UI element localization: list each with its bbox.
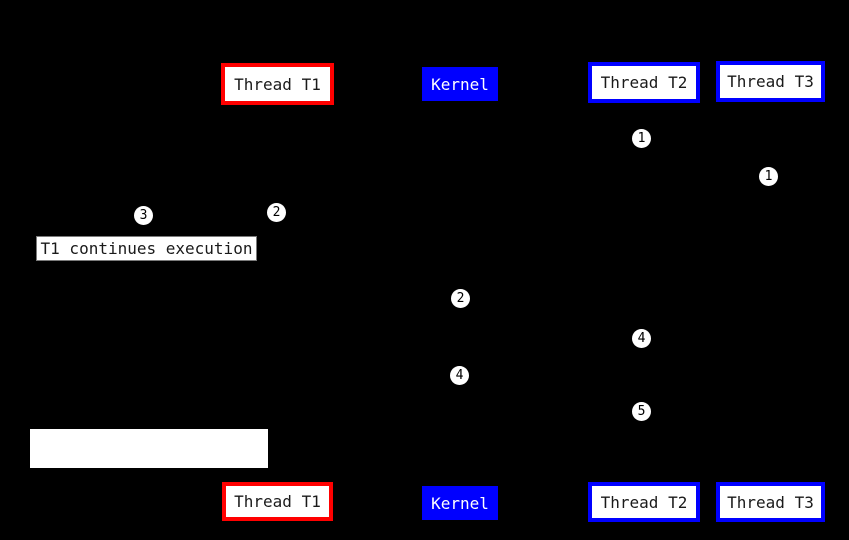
step-marker-1-thread-t2: 1 xyxy=(632,129,651,148)
thread-t2-box-top: Thread T2 xyxy=(588,62,700,103)
step-marker-2-thread-t1: 2 xyxy=(267,203,286,222)
thread-t2-box-bottom: Thread T2 xyxy=(588,482,700,522)
step-marker-2-kernel: 2 xyxy=(451,289,470,308)
kernel-box-bottom: Kernel xyxy=(422,486,498,520)
step-marker-4-kernel: 4 xyxy=(450,366,469,385)
note-t1-continues-execution: T1 continues execution xyxy=(36,236,257,261)
thread-t3-box-top: Thread T3 xyxy=(716,61,825,102)
kernel-box-top: Kernel xyxy=(422,67,498,101)
step-marker-4-thread-t2: 4 xyxy=(632,329,651,348)
blank-label-box xyxy=(30,429,268,468)
step-marker-3-thread-t1: 3 xyxy=(134,206,153,225)
thread-t1-box-top: Thread T1 xyxy=(221,63,334,105)
thread-t1-box-bottom: Thread T1 xyxy=(222,482,333,521)
step-marker-5-thread-t2: 5 xyxy=(632,402,651,421)
thread-t3-box-bottom: Thread T3 xyxy=(716,482,825,522)
step-marker-1-thread-t3: 1 xyxy=(759,167,778,186)
